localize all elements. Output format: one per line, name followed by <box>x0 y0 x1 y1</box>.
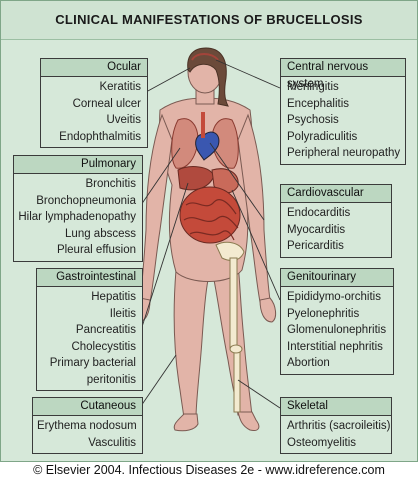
heart <box>195 131 220 161</box>
box-header: Skeletal <box>281 398 391 416</box>
list-item: Pleural effusion <box>56 244 136 256</box>
list-item: Hilar lymphadenopathy <box>18 211 136 223</box>
femur <box>229 257 238 349</box>
list-item: Lung abscess <box>65 227 136 240</box>
title-bar: CLINICAL MANIFESTATIONS OF BRUCELLOSIS <box>1 1 417 40</box>
list-item: Glomenulonephritis <box>287 324 387 336</box>
genitourinary-box: Genitourinary Epididymo-orchitis Pyelone… <box>280 268 394 375</box>
box-header: Genitourinary <box>281 269 393 287</box>
list-item: Abortion <box>287 357 330 369</box>
list-item: Corneal ulcer <box>72 97 141 110</box>
body-illustration <box>133 47 281 432</box>
hair <box>187 47 229 107</box>
list-item: Cholecystitis <box>71 340 136 353</box>
list-item: Myocarditis <box>287 223 346 236</box>
list-item: Uveitis <box>106 114 141 126</box>
cutaneous-box: Cutaneous Erythema nodosum Vasculitis <box>32 397 143 454</box>
list-item: Peripheral neuropathy <box>287 147 401 159</box>
skeletal-box: Skeletal Arthritis (sacroileitis) Osteom… <box>280 397 392 454</box>
box-header: Ocular <box>41 59 147 77</box>
list-item: Hepatitis <box>91 291 136 303</box>
ocular-box: Ocular Keratitis Corneal ulcer Uveitis E… <box>40 58 148 148</box>
list-item: Erythema nodosum <box>37 420 137 432</box>
list-item: Meningitis <box>287 81 339 93</box>
left-leg <box>173 269 209 419</box>
list-item: Primary bacterial <box>49 357 136 369</box>
page-title: CLINICAL MANIFESTATIONS OF BRUCELLOSIS <box>55 12 363 27</box>
left-lung <box>171 118 199 169</box>
leader-lines <box>140 59 281 409</box>
list-item: Epididymo-orchitis <box>287 291 381 303</box>
left-foot <box>173 413 199 432</box>
box-header: Cutaneous <box>33 398 142 416</box>
list-item: Pericarditis <box>287 240 344 252</box>
list-item: Keratitis <box>99 81 141 93</box>
list-item: Pancreatitis <box>75 324 136 336</box>
list-item: Vasculitis <box>88 436 136 449</box>
gastrointestinal-box: Gastrointestinal Hepatitis Ileitis Pancr… <box>36 268 143 391</box>
box-header: Pulmonary <box>14 156 142 174</box>
list-item: Bronchopneumonia <box>36 194 136 207</box>
list-item: Osteomyelitis <box>287 436 357 449</box>
box-header: Cardiovascular <box>281 185 391 203</box>
list-item: Polyradiculitis <box>287 130 358 143</box>
right-foot <box>237 411 260 431</box>
list-item: Arthritis (sacroileitis) <box>287 420 391 432</box>
list-item: Ileitis <box>109 307 136 320</box>
list-item: Endophthalmitis <box>59 130 141 143</box>
list-item: Bronchitis <box>85 178 137 190</box>
list-item: Encephalitis <box>287 97 350 110</box>
box-header: Gastrointestinal <box>37 269 142 287</box>
list-item: peritonitis <box>86 373 136 386</box>
box-header: Central nervous system <box>281 59 405 90</box>
cns-box: Central nervous system Meningitis Enceph… <box>280 58 406 165</box>
list-item: Endocarditis <box>287 207 351 219</box>
brain <box>191 53 219 61</box>
list-item: Pyelonephritis <box>287 307 360 320</box>
cardiovascular-box: Cardiovascular Endocarditis Myocarditis … <box>280 184 392 258</box>
pulmonary-box: Pulmonary Bronchitis Bronchopneumonia Hi… <box>13 155 143 262</box>
list-item: Psychosis <box>287 114 339 126</box>
aorta <box>201 112 205 138</box>
copyright-caption: © Elsevier 2004. Infectious Diseases 2e … <box>33 463 385 477</box>
right-hand <box>259 297 277 323</box>
pelvis-bone <box>215 241 245 261</box>
list-item: Interstitial nephritis <box>287 340 383 353</box>
